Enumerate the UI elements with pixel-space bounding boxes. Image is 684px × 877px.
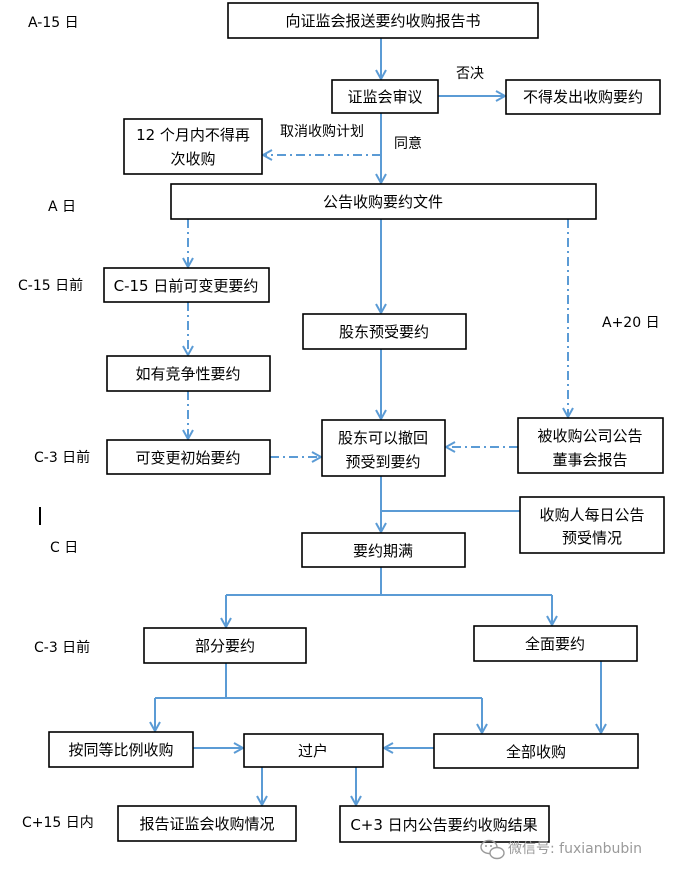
wechat-icon <box>480 839 505 860</box>
node-shareholder-accept: 股东预受要约 <box>302 313 467 350</box>
timeline-c-day: C 日 <box>50 540 78 556</box>
timeline-c-plus-15: C+15 日内 <box>22 815 94 831</box>
edge-label-rejected: 否决 <box>456 66 484 82</box>
node-board-report: 被收购公司公告 董事会报告 <box>517 417 664 474</box>
node-change-initial-offer-label: 可变更初始要约 <box>135 449 240 467</box>
node-offer-expiry: 要约期满 <box>301 532 466 568</box>
node-change-offer: C-15 日前可变更要约 <box>103 267 270 303</box>
node-offer-expiry-label: 要约期满 <box>353 542 413 560</box>
node-pro-rata-purchase: 按同等比例收购 <box>48 731 194 768</box>
node-daily-announcement: 收购人每日公告 预受情况 <box>519 496 665 554</box>
node-purchase-all: 全部收购 <box>433 733 639 769</box>
node-csrc-review-label: 证监会审议 <box>347 88 422 106</box>
node-partial-offer-label: 部分要约 <box>195 637 255 655</box>
node-transfer-label: 过户 <box>298 742 328 760</box>
node-competing-offer: 如有竞争性要约 <box>106 355 271 392</box>
node-purchase-all-label: 全部收购 <box>506 743 566 761</box>
node-change-initial-offer: 可变更初始要约 <box>106 439 271 475</box>
timeline-a-day: A 日 <box>48 199 76 215</box>
node-full-offer-label: 全面要约 <box>525 635 585 653</box>
node-transfer: 过户 <box>243 733 384 768</box>
node-change-offer-label: C-15 日前可变更要约 <box>114 277 259 295</box>
node-board-report-line-2: 董事会报告 <box>552 451 627 469</box>
node-withdraw-acceptance-line-1: 股东可以撤回 <box>338 429 428 447</box>
node-no-offer: 不得发出收购要约 <box>505 79 661 115</box>
timeline-c-minus-3-upper: C-3 日前 <box>34 449 90 466</box>
node-board-report-line-1: 被收购公司公告 <box>537 427 642 445</box>
node-withdraw-acceptance: 股东可以撤回 预受到要约 <box>321 419 446 477</box>
node-no-reacquire: 12 个月内不得再 次收购 <box>123 118 263 175</box>
node-report-csrc: 报告证监会收购情况 <box>117 805 297 842</box>
node-daily-announcement-line-2: 预受情况 <box>562 529 622 547</box>
timeline-c-minus-3-lower: C-3 日前 <box>34 639 90 656</box>
node-competing-offer-label: 如有竞争性要约 <box>135 365 240 383</box>
node-full-offer: 全面要约 <box>473 625 638 662</box>
node-withdraw-acceptance-line-2: 预受到要约 <box>345 453 420 471</box>
node-report-csrc-label: 报告证监会收购情况 <box>139 815 274 833</box>
node-csrc-review: 证监会审议 <box>331 79 439 114</box>
timeline-a-plus-20: A+20 日 <box>602 315 660 331</box>
watermark-text: 微信号: fuxianbubin <box>508 841 642 857</box>
node-announce-result-label: C+3 日内公告要约收购结果 <box>350 816 537 834</box>
watermark: 微信号: fuxianbubin <box>480 839 642 860</box>
node-submit-report: 向证监会报送要约收购报告书 <box>227 2 539 39</box>
node-announce-result: C+3 日内公告要约收购结果 <box>339 805 550 843</box>
timeline-a-minus-15: A-15 日 <box>28 15 79 31</box>
node-announce-offer: 公告收购要约文件 <box>170 183 597 220</box>
node-announce-offer-label: 公告收购要约文件 <box>323 193 443 211</box>
node-shareholder-accept-label: 股东预受要约 <box>339 323 429 341</box>
node-no-reacquire-line-1: 12 个月内不得再 <box>136 126 250 144</box>
timeline-c-minus-15: C-15 日前 <box>18 277 83 294</box>
edge-label-cancel-plan: 取消收购计划 <box>280 124 364 140</box>
node-partial-offer: 部分要约 <box>143 627 307 664</box>
node-no-offer-label: 不得发出收购要约 <box>523 88 643 106</box>
edge-label-approved: 同意 <box>394 135 422 152</box>
node-submit-report-label: 向证监会报送要约收购报告书 <box>285 12 480 30</box>
node-daily-announcement-line-1: 收购人每日公告 <box>539 506 644 524</box>
node-no-reacquire-line-2: 次收购 <box>170 150 215 168</box>
node-pro-rata-purchase-label: 按同等比例收购 <box>68 741 173 759</box>
